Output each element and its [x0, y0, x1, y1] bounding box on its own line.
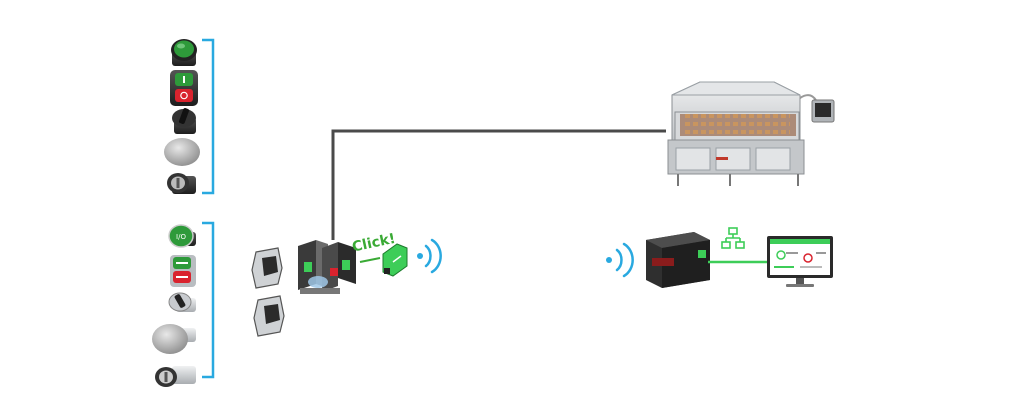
double-push-button-icon [170, 70, 198, 106]
click-arrow [359, 257, 381, 263]
upper-bracket [202, 38, 215, 195]
receiver-controller-icon [646, 232, 710, 288]
key-switch-icon [167, 173, 196, 194]
control-cable [331, 129, 666, 240]
mushroom-button-icon [152, 324, 196, 354]
double-push-button-icon [170, 255, 196, 287]
push-button-icon: I/O [168, 224, 196, 248]
network-icon [721, 227, 745, 249]
push-button-icon [171, 39, 197, 66]
industrial-machine-icon [667, 81, 835, 186]
wireless-signal-icon [417, 238, 442, 274]
mushroom-button-icon [164, 138, 200, 166]
wireless-transmitter-icon [382, 243, 408, 277]
lower-bracket [202, 221, 215, 379]
selector-switch-icon [172, 108, 196, 134]
hmi-monitor-icon [767, 236, 833, 287]
contact-block-icon [298, 240, 356, 294]
key-switch-icon [155, 366, 196, 387]
svg-text:I/O: I/O [176, 233, 186, 241]
selector-switch-icon [168, 292, 196, 312]
wireless-signal-icon [606, 242, 634, 278]
mounting-collar-icon [251, 247, 283, 289]
mounting-collar-icon [253, 295, 285, 337]
